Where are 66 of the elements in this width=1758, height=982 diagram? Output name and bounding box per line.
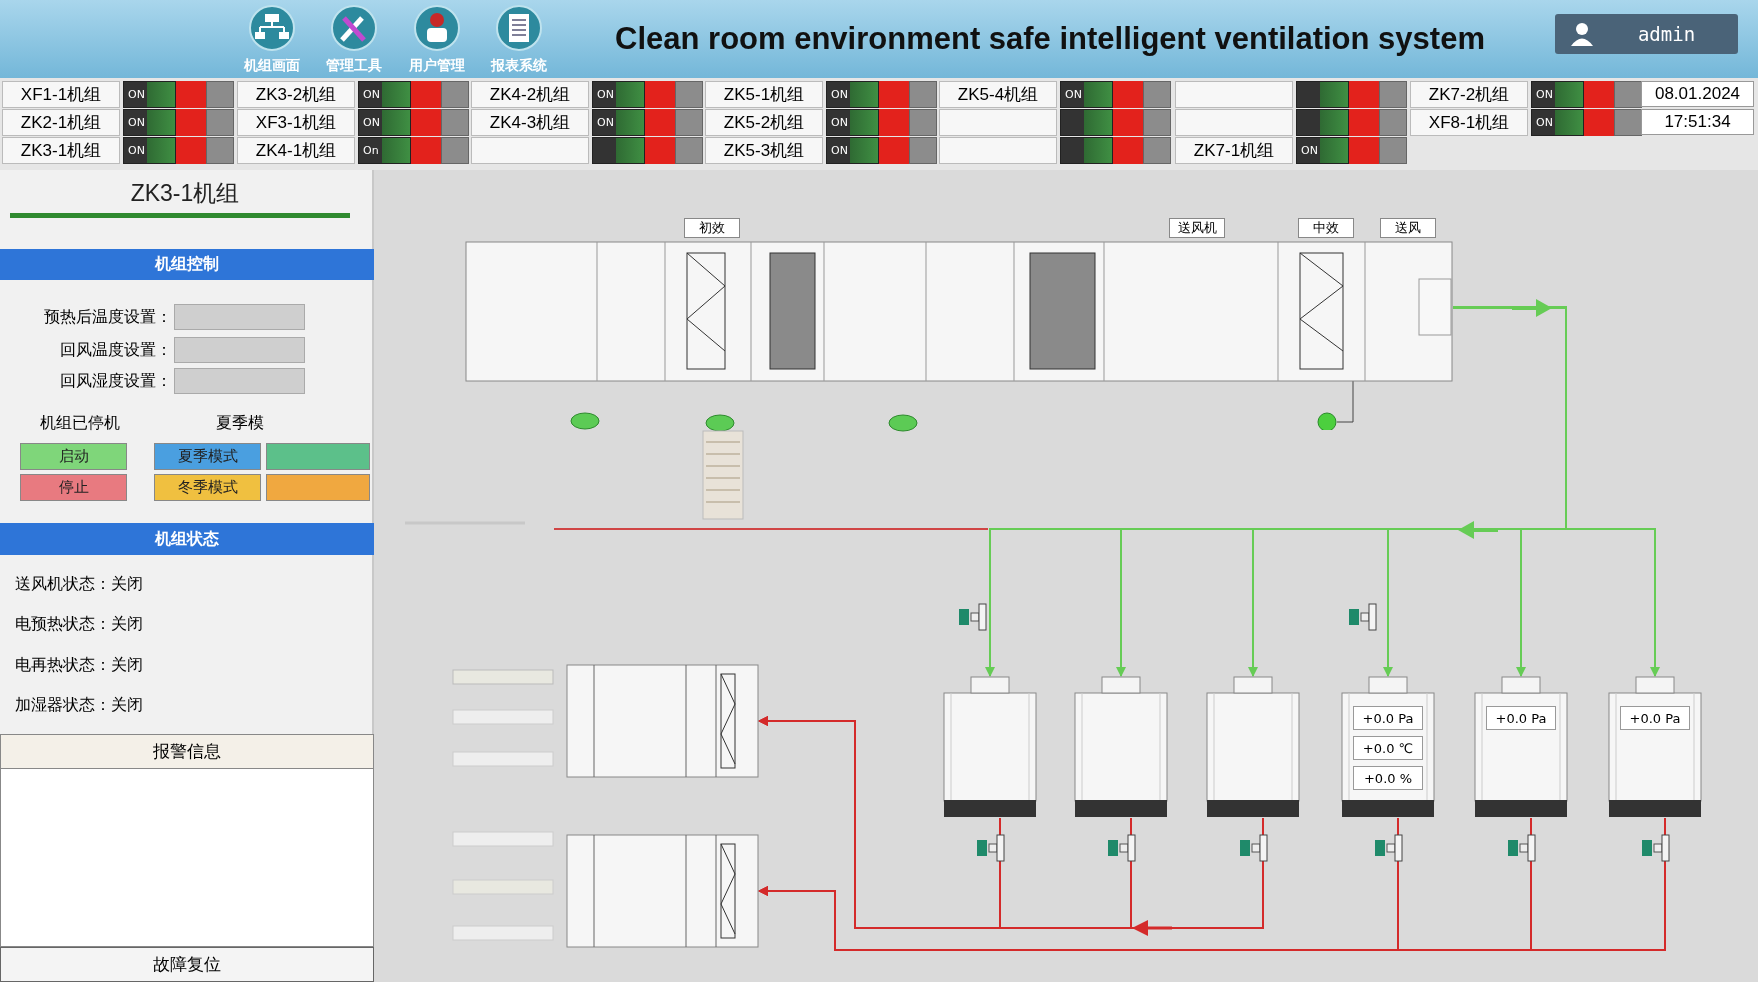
status-indicator: ON — [1531, 109, 1584, 136]
status-text: 电再热状态：关闭 — [15, 653, 144, 676]
setting-label: 预热后温度设置： — [43, 305, 172, 328]
unit-name: ZK5-4机组 — [939, 81, 1057, 108]
user-button: admin — [1555, 14, 1738, 54]
nav-label: 用户管理 — [408, 56, 466, 75]
unit-name: ZK4-1机组 — [237, 137, 355, 164]
button: 停止 — [20, 474, 127, 501]
unit-name: ZK5-2机组 — [705, 109, 823, 136]
unit-name: XF1-1机组 — [2, 81, 120, 108]
date-time-field: 08.01.2024 — [1641, 81, 1754, 107]
unit-name: ZK4-2机组 — [471, 81, 589, 108]
status-indicator: ON — [592, 81, 645, 108]
button: 启动 — [20, 443, 127, 470]
status-indicator: On — [358, 137, 411, 164]
unit-name: ZK5-3机组 — [705, 137, 823, 164]
unit-name: ZK3-2机组 — [237, 81, 355, 108]
status-indicator: ON — [123, 137, 176, 164]
status-text: 电预热状态：关闭 — [15, 612, 144, 635]
unit-name: ZK7-1机组 — [1175, 137, 1293, 164]
section-label: 中效 — [1298, 218, 1354, 238]
status-text: 加湿器状态：关闭 — [15, 693, 144, 716]
panel-heading: ZK3-1机组 — [129, 178, 241, 208]
status-indicator: ON — [592, 109, 645, 136]
section-label: 初效 — [684, 218, 740, 238]
button: 冬季模式 — [154, 474, 261, 501]
sensor-reading: +0.0 ℃ — [1353, 736, 1423, 760]
status-text: 机组已停机 — [39, 411, 121, 434]
status-indicator: ON — [826, 137, 879, 164]
nav-label: 报表系统 — [489, 56, 548, 75]
date-time-field: 17:51:34 — [1641, 109, 1754, 135]
reset-button: 故障复位 — [0, 947, 374, 982]
setting-label: 回风湿度设置： — [59, 369, 172, 392]
unit-name: XF8-1机组 — [1410, 109, 1528, 136]
status-indicator: ON — [358, 81, 411, 108]
section-header: 机组控制 — [0, 249, 374, 280]
status-text: 送风机状态：关闭 — [15, 572, 144, 595]
sensor-reading: +0.0 Pa — [1620, 706, 1690, 730]
unit-name: XF3-1机组 — [237, 109, 355, 136]
unit-name: ZK3-1机组 — [2, 137, 120, 164]
button: 夏季模式 — [154, 443, 261, 470]
sensor-reading: +0.0 Pa — [1486, 706, 1556, 730]
status-indicator: ON — [1531, 81, 1584, 108]
status-indicator: ON — [826, 81, 879, 108]
unit-name: ZK7-2机组 — [1410, 81, 1528, 108]
pipe-arrow — [758, 716, 1264, 929]
status-indicator: ON — [1296, 137, 1349, 164]
sensor-reading: +0.0 Pa — [1353, 706, 1423, 730]
nav-label: 机组画面 — [243, 56, 301, 75]
section-label: 送风机 — [1169, 218, 1225, 238]
sensor-reading: +0.0 % — [1353, 766, 1423, 790]
unit-name: ZK4-3机组 — [471, 109, 589, 136]
page-title: Clean room environment safe intelligent ventilation system — [614, 20, 1486, 58]
status-indicator: ON — [358, 109, 411, 136]
alarm-panel: 报警信息 — [0, 734, 374, 947]
unit-name: ZK2-1机组 — [2, 109, 120, 136]
status-indicator: ON — [1060, 81, 1113, 108]
nav-label: 管理工具 — [325, 56, 383, 75]
section-label: 送风 — [1380, 218, 1436, 238]
status-indicator: ON — [826, 109, 879, 136]
mode-text: 夏季模 — [215, 411, 265, 434]
unit-name: ZK5-1机组 — [705, 81, 823, 108]
setting-label: 回风温度设置： — [59, 338, 172, 361]
status-indicator: ON — [123, 109, 176, 136]
status-indicator: ON — [123, 81, 176, 108]
section-header: 机组状态 — [0, 523, 374, 555]
